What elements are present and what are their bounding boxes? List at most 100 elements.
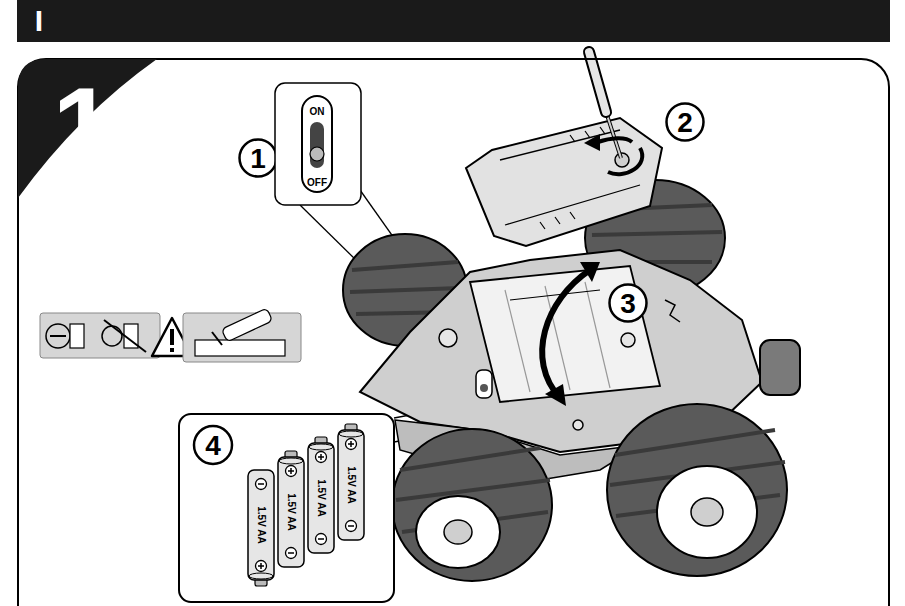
callout-number: 3	[608, 284, 648, 324]
minus-symbol	[286, 548, 297, 559]
battery-inset: 41.5V AA1.5V AA1.5V AA1.5V AA	[178, 413, 395, 603]
plus-symbol	[346, 439, 357, 450]
panel-border	[18, 59, 889, 606]
battery-rim	[309, 444, 333, 450]
lift-lid-arrow-part	[542, 270, 590, 398]
minus-symbol	[256, 479, 267, 490]
battery-warning-part	[195, 340, 285, 356]
sign-stroke	[320, 454, 322, 460]
step-number: 1	[33, 66, 133, 186]
aa-battery: 1.5V AA	[306, 437, 336, 559]
minus-symbol	[346, 521, 357, 532]
inset-frame	[275, 83, 361, 205]
screwdriver-part	[606, 112, 621, 158]
rear-left-wheel-part	[343, 234, 467, 346]
battery-rim	[339, 431, 363, 437]
step-corner	[18, 59, 157, 198]
lift-lid-arrow-part	[580, 262, 600, 282]
sign-stroke	[260, 563, 262, 569]
callout-number: 1	[238, 139, 278, 179]
callout-circle: 1	[238, 138, 278, 178]
unscrew-arrow	[584, 134, 642, 174]
plus-symbol	[286, 466, 297, 477]
sign-stroke	[288, 552, 294, 554]
switch-inset: ON OFF	[274, 82, 362, 206]
car-switch	[476, 370, 492, 398]
battery-body	[248, 470, 274, 580]
sign-stroke	[290, 468, 292, 474]
battery-warning-part	[221, 308, 272, 342]
front-right-wheel-part	[607, 404, 787, 576]
sign-stroke	[350, 441, 352, 447]
battery-rim	[279, 458, 303, 464]
battery-label: 1.5V AA	[344, 450, 358, 520]
rear-left-wheel	[343, 234, 467, 346]
sign-stroke	[318, 538, 324, 540]
lift-lid-arrow	[542, 262, 600, 406]
switch-label: ON	[302, 106, 332, 118]
car-body-part	[573, 420, 583, 430]
battery-label: 1.5V AA	[254, 490, 268, 560]
battery-lid-part	[500, 130, 640, 225]
aa-battery: 1.5V AA	[246, 464, 276, 586]
battery-warning-part	[170, 329, 174, 345]
battery-warning	[40, 308, 301, 362]
screwdriver-part	[589, 52, 606, 112]
battery-rim	[249, 573, 273, 579]
switch-knob	[310, 147, 324, 161]
battery-warning-part	[212, 332, 222, 345]
car-body-part	[510, 290, 600, 300]
callout-circle: 3	[608, 283, 648, 323]
section-header: I	[17, 0, 890, 42]
sign-stroke	[348, 525, 354, 527]
battery-body	[278, 457, 304, 567]
step-panel-outline	[17, 58, 890, 606]
car-body-part	[470, 266, 660, 402]
battery-warning-part	[50, 335, 66, 337]
battery-label: 1.5V AA	[284, 477, 298, 547]
front-left-wheel-part	[416, 496, 500, 568]
battery-warning-part	[70, 324, 84, 348]
minus-symbol	[316, 534, 327, 545]
front-right-wheel-part	[657, 466, 757, 558]
switch-groove	[310, 122, 324, 168]
car-switch-part	[480, 384, 488, 392]
car-switch-part	[476, 370, 492, 398]
switch-label: OFF	[302, 177, 332, 189]
section-header-outline	[17, 0, 890, 42]
battery-label: 1.5V AA	[314, 463, 328, 533]
sign-stroke	[258, 483, 264, 485]
unscrew-arrow-part	[608, 148, 642, 174]
battery-warning-part	[46, 324, 70, 348]
switch-slot	[302, 96, 332, 192]
battery-lid	[466, 118, 662, 246]
battery-lid-part	[466, 118, 662, 246]
battery-lid-part	[540, 127, 605, 229]
section-letter: I	[27, 1, 51, 41]
battery-body	[338, 430, 364, 540]
front-left-wheel	[392, 429, 552, 581]
aa-battery: 1.5V AA	[336, 424, 366, 546]
inset-frame	[179, 414, 394, 602]
battery-body	[308, 443, 334, 553]
unscrew-arrow-part	[598, 138, 632, 142]
header-band	[17, 0, 890, 42]
callout-number: 2	[665, 103, 705, 143]
battery-warning-part	[104, 320, 146, 352]
plus-symbol	[316, 452, 327, 463]
screwdriver-part	[606, 112, 621, 158]
aa-battery: 1.5V AA	[276, 451, 306, 573]
car-body-part	[621, 333, 635, 347]
front-left-wheel-part	[444, 520, 472, 544]
car-body-part	[439, 329, 457, 347]
battery-warning-part	[170, 348, 174, 352]
step-panel: 11ONOFF2341.5V AA1.5V AA1.5V AA1.5V AA	[17, 58, 890, 606]
screwdriver-part	[589, 52, 606, 112]
front-left-wheel-part	[392, 429, 552, 581]
battery-warning-part	[40, 313, 160, 358]
front-right-wheel-part	[691, 498, 723, 526]
front-right-wheel	[607, 404, 787, 576]
callout-circle: 2	[665, 102, 705, 142]
plus-symbol	[256, 561, 267, 572]
